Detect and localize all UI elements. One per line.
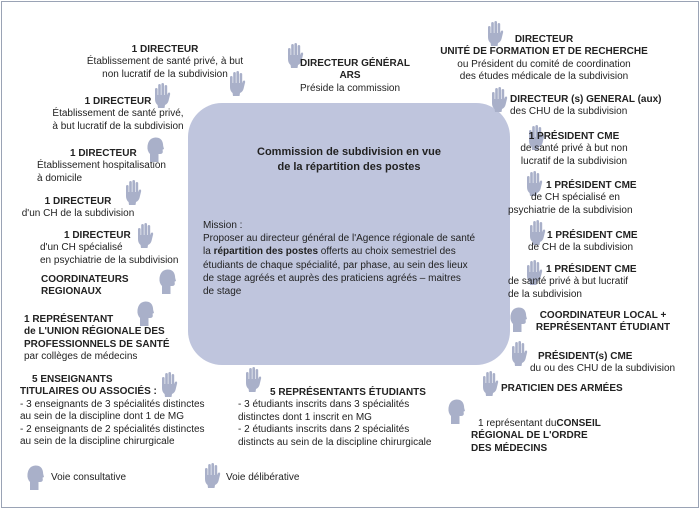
commission-box: Commission de subdivision en vue de la r… — [188, 103, 510, 365]
member-dir-prive-non-lucratif: 1 DIRECTEUR Établissement de santé privé… — [86, 44, 244, 80]
member-enseignants: 5 ENSEIGNANTS TITULAIRES OU ASSOCIÉS : -… — [20, 374, 205, 448]
member-coord-local: COORDINATEUR LOCAL + REPRÉSENTANT ÉTUDIA… — [535, 310, 671, 334]
head-profile-icon — [158, 268, 176, 294]
raised-hand-icon — [528, 219, 546, 245]
member-dir-had: 1 DIRECTEUR Établissement hospitalisatio… — [37, 148, 166, 184]
member-ordre: 1 représentant du CONSEIL RÉGIONAL DE L'… — [471, 418, 601, 454]
member-pres-cme-prive-non-lucratif: 1 PRÉSIDENT CME de santé privé à but non… — [520, 131, 628, 167]
raised-hand-icon — [286, 42, 304, 68]
legend-consultative: Voie consultative — [51, 472, 127, 483]
raised-hand-icon — [490, 86, 508, 112]
head-profile-icon — [447, 398, 465, 424]
member-dir-general-ars: DIRECTEUR GÉNÉRAL ARS Préside la commiss… — [300, 58, 411, 94]
commission-title: Commission de subdivision en vue de la r… — [257, 146, 441, 173]
raised-hand-icon — [525, 259, 543, 285]
raised-hand-icon — [527, 124, 545, 150]
member-dir-chu: DIRECTEUR (s) GENERAL (aux) des CHU de l… — [510, 94, 662, 118]
member-pres-cme-prive-lucratif: 1 PRÉSIDENT CME de santé privé à but luc… — [508, 264, 637, 300]
member-pres-cme-ch: 1 PRÉSIDENT CME de CH de la subdivision — [528, 230, 638, 254]
raised-hand-icon — [160, 371, 178, 397]
member-urps: 1 REPRÉSENTANT de L'UNION RÉGIONALE DES … — [24, 314, 170, 363]
raised-hand-icon — [486, 20, 504, 46]
member-dir-ch-psy: 1 DIRECTEUR d'un CH spécialisé en psychi… — [40, 230, 179, 266]
mission-text: Mission : Proposer au directeur général … — [203, 220, 476, 298]
head-profile-icon — [146, 136, 164, 162]
raised-hand-icon — [124, 179, 142, 205]
member-etudiants: 5 REPRÉSENTANTS ÉTUDIANTS - 3 étudiants … — [238, 387, 432, 448]
member-dir-prive-lucratif: 1 DIRECTEUR Établissement de santé privé… — [52, 96, 184, 132]
member-pres-cme-psy: 1 PRÉSIDENT CME de CH spécialisé en psyc… — [508, 180, 637, 216]
raised-hand-icon — [228, 70, 246, 96]
member-armees: PRATICIEN DES ARMÉES — [501, 383, 623, 394]
member-dir-ufr: DIRECTEUR UNITÉ DE FORMATION ET DE RECHE… — [440, 34, 648, 83]
member-dir-ch: 1 DIRECTEUR d'un CH de la subdivision — [21, 196, 135, 220]
member-pres-cme-chu: PRÉSIDENT(s) CME du ou des CHU de la sub… — [530, 351, 676, 375]
head-profile-icon — [136, 300, 154, 326]
head-profile-icon — [26, 464, 44, 490]
raised-hand-icon — [510, 340, 528, 366]
head-profile-icon — [509, 306, 527, 332]
raised-hand-icon — [203, 462, 221, 488]
raised-hand-icon — [481, 370, 499, 396]
raised-hand-icon — [136, 222, 154, 248]
member-coordinateurs: COORDINATEURS REGIONAUX — [41, 274, 129, 298]
raised-hand-icon — [525, 170, 543, 196]
raised-hand-icon — [153, 82, 171, 108]
legend-deliberative: Voie délibérative — [226, 472, 300, 483]
raised-hand-icon — [244, 366, 262, 392]
